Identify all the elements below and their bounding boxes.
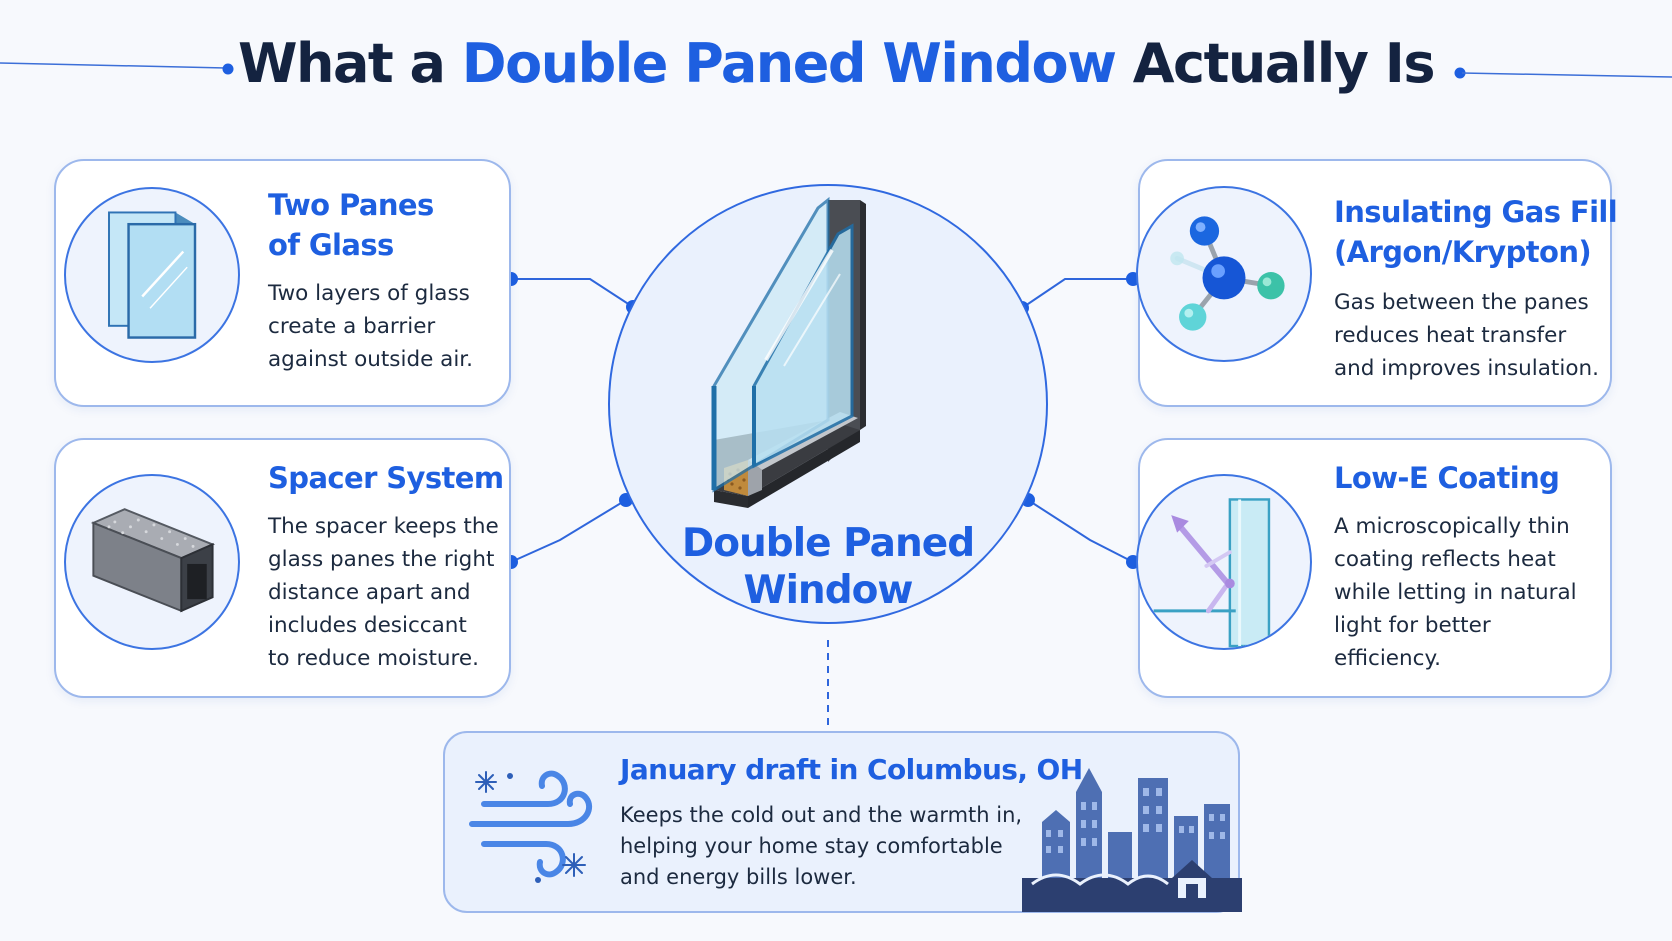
card-title-line: Two Panes [268,188,434,222]
card-text-line: distance apart and [268,580,471,605]
card-title-line: Spacer System [268,461,504,495]
card-title: Insulating Gas Fill (Argon/Krypton) [1334,192,1618,272]
center-label-line: Double Paned [681,521,975,566]
card-description: A microscopically thin coating reflects … [1334,510,1577,675]
card-description: Gas between the panes reduces heat trans… [1334,286,1599,385]
card-title: Low-E Coating [1334,458,1560,498]
banner-description: Keeps the cold out and the warmth in, he… [620,800,1022,893]
city-skyline-icon [1022,768,1242,912]
glass-pane-icon [64,187,240,363]
card-text-line: Gas between the panes [1334,290,1589,315]
banner-text-line: and energy bills lower. [620,865,857,889]
card-text-line: while letting in natural [1334,580,1577,605]
title-highlight: Double Paned Window [461,32,1117,95]
card-text-line: create a barrier [268,314,436,339]
center-label: Double Paned Window [608,520,1048,614]
card-text-line: glass panes the right [268,547,495,572]
card-text-line: includes desiccant [268,613,467,638]
card-text-line: to reduce moisture. [268,646,479,671]
card-text-line: reduces heat transfer [1334,323,1567,348]
card-text-line: coating reflects heat [1334,547,1556,572]
card-text-line: Two layers of glass [268,281,470,306]
card-title-line: Insulating Gas Fill [1334,195,1618,229]
card-description: The spacer keeps the glass panes the rig… [268,510,499,675]
card-text-line: The spacer keeps the [268,514,499,539]
card-title: Two Panes of Glass [268,185,434,265]
card-text-line: efficiency. [1334,646,1441,671]
title-part-2: Actually Is [1115,32,1436,95]
coating-reflection-icon [1136,474,1312,650]
card-title: Spacer System [268,458,504,498]
card-title-line: (Argon/Krypton) [1334,235,1592,269]
center-label-line: Window [743,568,914,613]
banner-title: January draft in Columbus, OH [620,753,1083,786]
banner-text-line: Keeps the cold out and the warmth in, [620,803,1023,827]
card-title-line: of Glass [268,228,394,262]
card-text-line: and improves insulation. [1334,356,1599,381]
card-text-line: against outside air. [268,347,474,372]
card-title-line: Low-E Coating [1334,461,1560,495]
wind-snowflake-icon [469,770,593,883]
page-title: What a Double Paned Window Actually Is [0,32,1672,95]
title-part-1: What a [237,32,462,95]
title-decoration [0,62,1672,79]
window-cross-section-icon [711,196,866,508]
spacer-bar-icon [64,474,240,650]
banner-text-line: helping your home stay comfortable [620,834,1003,858]
gas-molecule-icon [1136,186,1312,362]
card-text-line: light for better [1334,613,1491,638]
card-description: Two layers of glass create a barrier aga… [268,277,473,376]
card-text-line: A microscopically thin [1334,514,1570,539]
